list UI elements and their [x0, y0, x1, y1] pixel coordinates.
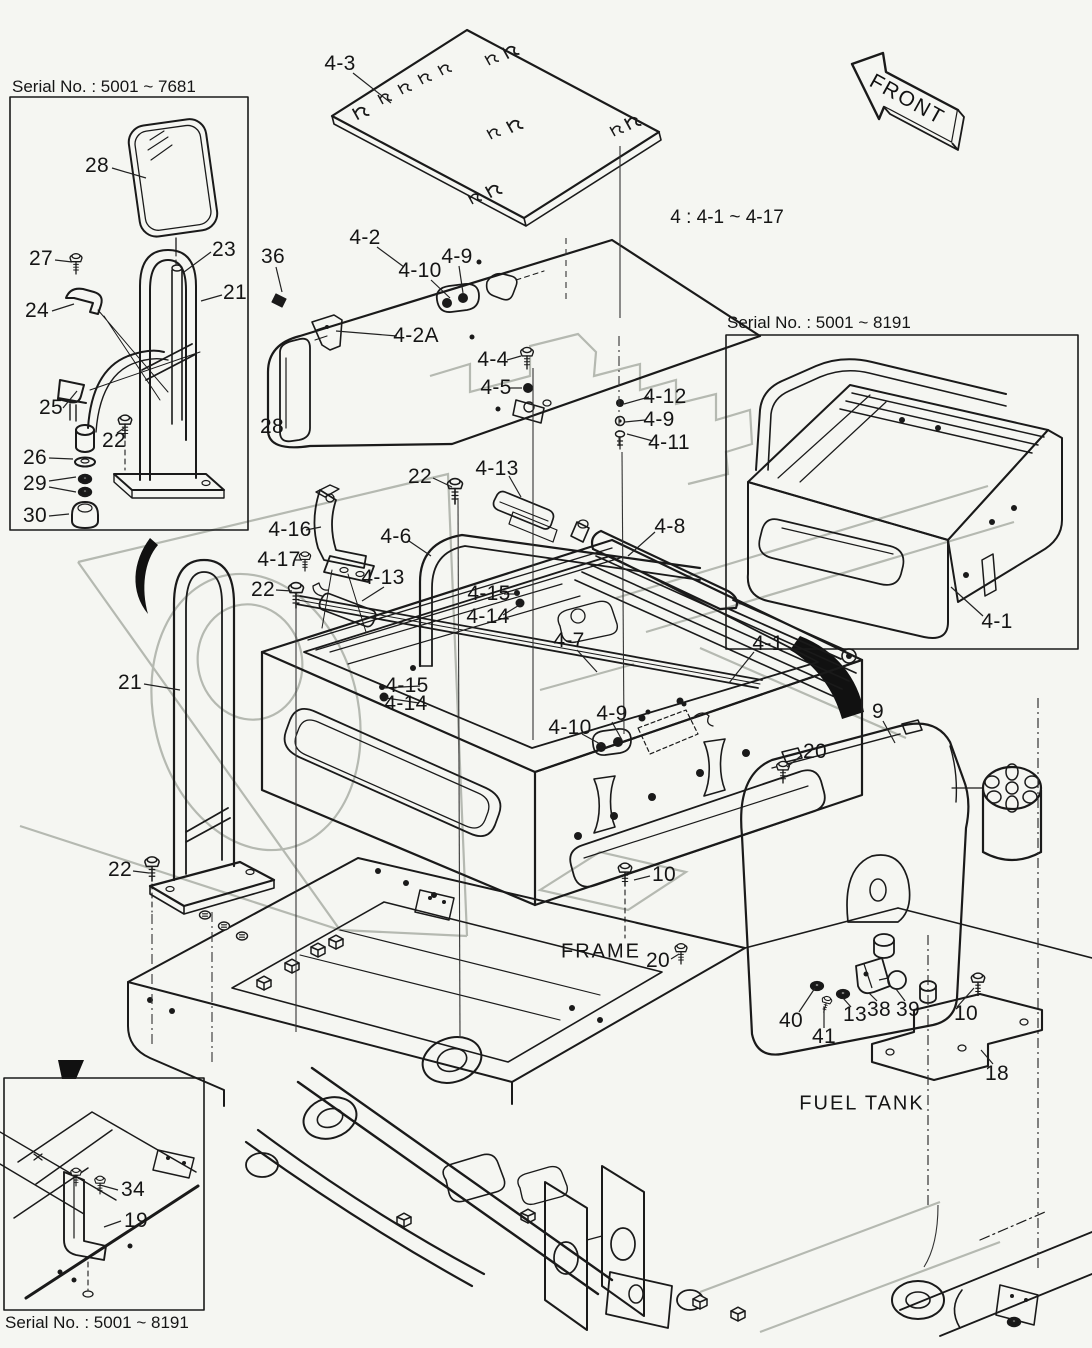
part-callout-4-10: 4-10 — [398, 259, 442, 282]
part-callout-24: 24 — [25, 299, 49, 322]
handrail-21 — [143, 558, 276, 915]
part-callout-10: 10 — [954, 1002, 978, 1025]
part-callout-39: 39 — [896, 998, 920, 1021]
fuel-parts-cluster — [809, 933, 1044, 1082]
part-callout-41: 41 — [812, 1025, 836, 1048]
part-callout-20: 20 — [646, 949, 670, 972]
part-callout-28: 28 — [85, 154, 109, 177]
part-callout-4-14: 4-14 — [466, 605, 510, 628]
part-callout-4-7: 4-7 — [553, 629, 585, 652]
part-callout-4-12: 4-12 — [643, 385, 687, 408]
part-callout-26: 26 — [23, 446, 47, 469]
part-callout-10: 10 — [652, 863, 676, 886]
part-callout-25: 25 — [39, 396, 63, 419]
alignment-lines — [151, 146, 1039, 1272]
part-callout-4-6: 4-6 — [380, 525, 412, 548]
part-callout-21: 21 — [223, 281, 247, 304]
mirror-assembly-inset — [9, 96, 249, 531]
roof-panel-4-3 — [330, 28, 662, 227]
cover-4-2 — [266, 238, 762, 450]
bracket-inset-bottom-left — [3, 1077, 205, 1311]
leader-lines — [48, 72, 994, 1228]
part-callout-34: 34 — [121, 1178, 145, 1201]
fuel-tank-cover-9 — [674, 719, 1043, 1056]
part-callout-23: 23 — [212, 238, 236, 261]
part-callout-22: 22 — [408, 465, 432, 488]
part-callout-27: 27 — [29, 247, 53, 270]
part-callout-22: 22 — [108, 858, 132, 881]
part-callout-4-15: 4-15 — [467, 582, 511, 605]
canopy-base-assembly — [260, 477, 864, 907]
part-callout-30: 30 — [23, 504, 47, 527]
part-callout-28: 28 — [260, 415, 284, 438]
canopy-inset-right — [725, 334, 1079, 650]
frame-weldment — [0, 857, 1092, 1337]
part-callout-29: 29 — [23, 472, 47, 495]
part-callout-9: 9 — [872, 700, 884, 723]
part-callout-4-15: 4-15 — [385, 674, 429, 697]
part-callout-4-9: 4-9 — [643, 408, 675, 431]
part-callout-36: 36 — [261, 245, 285, 268]
part-callout-4-2a: 4-2A — [393, 324, 439, 347]
part-callout-4-13: 4-13 — [475, 457, 519, 480]
part-callout-4-1: 4-1 — [752, 632, 784, 655]
part-callout-4-11: 4-11 — [648, 431, 690, 454]
part-callout-19: 19 — [124, 1209, 148, 1232]
part-callout-18: 18 — [985, 1062, 1009, 1085]
part-callout-4-8: 4-8 — [654, 515, 686, 538]
part-callout-4-16: 4-16 — [268, 518, 312, 541]
part-callout-38: 38 — [867, 998, 891, 1021]
part-callout-4-17: 4-17 — [257, 548, 301, 571]
front-arrow — [850, 51, 965, 151]
part-callout-4-5: 4-5 — [480, 376, 512, 399]
part-callout-22: 22 — [251, 578, 275, 601]
part-callout-13: 13 — [843, 1003, 867, 1026]
part-callout-22: 22 — [102, 429, 126, 452]
part-callout-4-9: 4-9 — [441, 245, 473, 268]
part-callout-21: 21 — [118, 671, 142, 694]
part-callout-4-14: 4-14 — [384, 692, 428, 715]
part-callout-4-13: 4-13 — [361, 566, 405, 589]
part-callout-40: 40 — [779, 1009, 803, 1032]
part-callout-4-1: 4-1 — [981, 610, 1013, 633]
part-callout-4-4: 4-4 — [477, 348, 509, 371]
part-callout-4-3: 4-3 — [324, 52, 356, 75]
part-callout-4-9: 4-9 — [596, 702, 628, 725]
part-callout-4-2: 4-2 — [349, 226, 381, 249]
part-callout-20: 20 — [803, 740, 827, 763]
part-callout-4-10: 4-10 — [548, 716, 592, 739]
